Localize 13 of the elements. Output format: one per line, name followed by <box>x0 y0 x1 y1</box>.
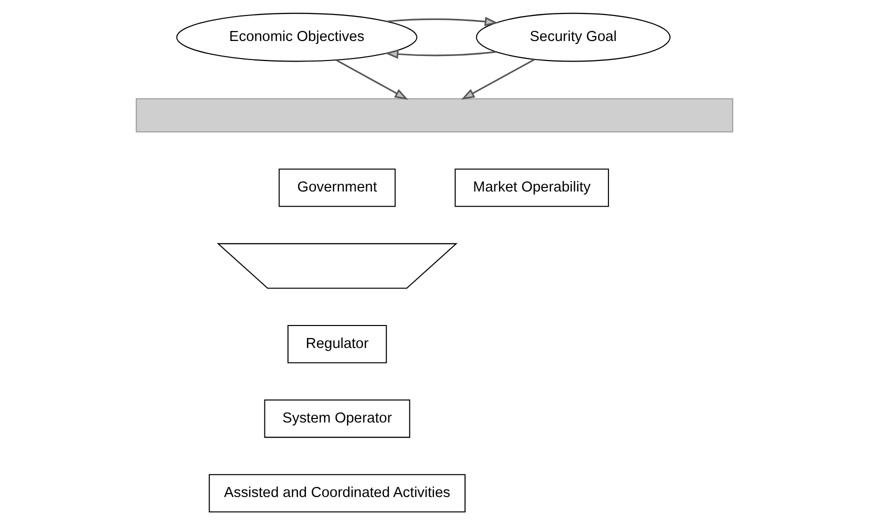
node-box: Government <box>278 168 396 206</box>
arrow <box>387 16 498 26</box>
node-trapezoid <box>216 242 458 288</box>
node-ellipse: Economic Objectives <box>176 12 418 62</box>
arrow <box>384 48 496 58</box>
node-box: Market Operability <box>454 168 609 206</box>
node-bar <box>136 98 734 132</box>
arrow <box>461 58 535 100</box>
arrow <box>336 59 408 100</box>
node-box: Assisted and Coordinated Activities <box>208 474 466 512</box>
node-box: Regulator <box>287 324 387 363</box>
node-ellipse: Security Goal <box>476 12 671 62</box>
node-box: System Operator <box>264 399 410 438</box>
